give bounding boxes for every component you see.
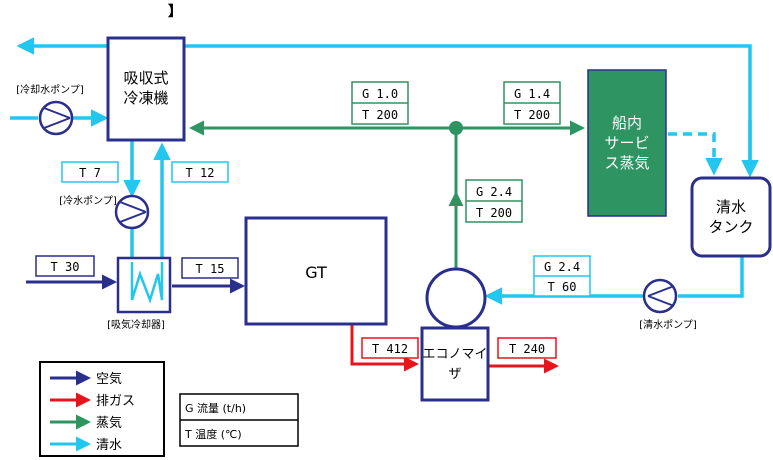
economizer-label-line2: ザ — [448, 367, 461, 382]
exhaust-lines — [350, 324, 559, 374]
label-t30: T 30 — [51, 260, 80, 274]
label-t7-box: T 7 — [61, 161, 119, 183]
label-t7: T 7 — [79, 166, 101, 180]
gas-turbine-box — [244, 216, 388, 326]
label-t240-box: T 240 — [497, 337, 557, 359]
label-g24-water: G 2.4 — [544, 260, 580, 274]
chilled-water-pump-label: [冷水ポンプ] — [59, 194, 117, 207]
ship-steam-label-line3: ス蒸気 — [604, 154, 649, 172]
legend-water-label: 清水 — [96, 438, 122, 453]
label-g14: G 1.4 — [514, 87, 550, 101]
economizer-label-line1: エコノマイ — [422, 347, 487, 362]
label-t12-box: T 12 — [171, 161, 229, 183]
chilled-water-pump — [114, 194, 150, 230]
ship-steam-label-line2: サービ — [604, 134, 649, 152]
intake-air-cooler-label: [吸気冷却器] — [107, 318, 165, 331]
label-steam-economizer: G 2.4 T 200 — [465, 179, 523, 223]
absorption-chiller-label-line2: 冷凍機 — [123, 89, 168, 107]
gas-turbine-label: GT — [305, 263, 327, 282]
steam-junction — [449, 121, 463, 135]
label-t200-c: T 200 — [476, 206, 512, 220]
economizer-box — [420, 326, 490, 402]
fresh-water-tank-box — [690, 176, 772, 258]
economizer-drum — [425, 267, 487, 329]
cooling-water-pump — [38, 100, 74, 136]
units-flow: G 流量 (t/h) — [185, 401, 246, 415]
units-box: G 流量 (t/h) T 温度 (℃) — [179, 393, 299, 447]
legend-air-label: 空気 — [96, 371, 122, 387]
legend: 空気 排ガス 蒸気 清水 — [39, 361, 165, 457]
fresh-water-tank-label-line1: 清水 — [716, 198, 746, 216]
label-t200-b: T 200 — [514, 108, 550, 122]
legend-steam-label: 蒸気 — [96, 415, 122, 431]
label-g10: G 1.0 — [362, 87, 398, 101]
condensate-dashed-line — [668, 132, 723, 176]
legend-exhaust-label: 排ガス — [96, 394, 135, 409]
fresh-water-pump — [642, 278, 678, 314]
exhaust-gt-to-economizer — [350, 324, 419, 372]
label-t412-box: T 412 — [361, 337, 419, 359]
ship-service-steam-box — [587, 69, 667, 217]
label-t240: T 240 — [509, 342, 545, 356]
intake-air-cooler-coil — [130, 262, 164, 304]
absorption-chiller-box — [106, 36, 186, 142]
label-steam-ship: G 1.4 T 200 — [503, 81, 561, 125]
air-lines — [26, 274, 245, 294]
label-g24-steam: G 2.4 — [476, 185, 512, 199]
absorption-chiller-label-line1: 吸収式 — [123, 69, 168, 87]
corner-mark: 】 — [168, 4, 182, 20]
label-t60: T 60 — [548, 280, 577, 294]
label-t30-box: T 30 — [35, 255, 95, 277]
label-fresh-water: G 2.4 T 60 — [533, 255, 591, 297]
ship-steam-label-line1: 船内 — [612, 114, 642, 132]
label-steam-chiller: G 1.0 T 200 — [351, 81, 409, 125]
fresh-water-tank-label-line2: タンク — [708, 218, 753, 236]
fresh-water-pump-label: [清水ポンプ] — [639, 318, 697, 331]
cooling-water-pump-label: [冷却水ポンプ] — [16, 83, 84, 96]
label-t15-box: T 15 — [181, 257, 239, 279]
label-t200-a: T 200 — [362, 108, 398, 122]
label-t15: T 15 — [196, 262, 225, 276]
label-t412: T 412 — [372, 342, 408, 356]
label-t12: T 12 — [186, 166, 215, 180]
units-temp: T 温度 (℃) — [184, 427, 242, 441]
steam-lines — [189, 120, 585, 276]
